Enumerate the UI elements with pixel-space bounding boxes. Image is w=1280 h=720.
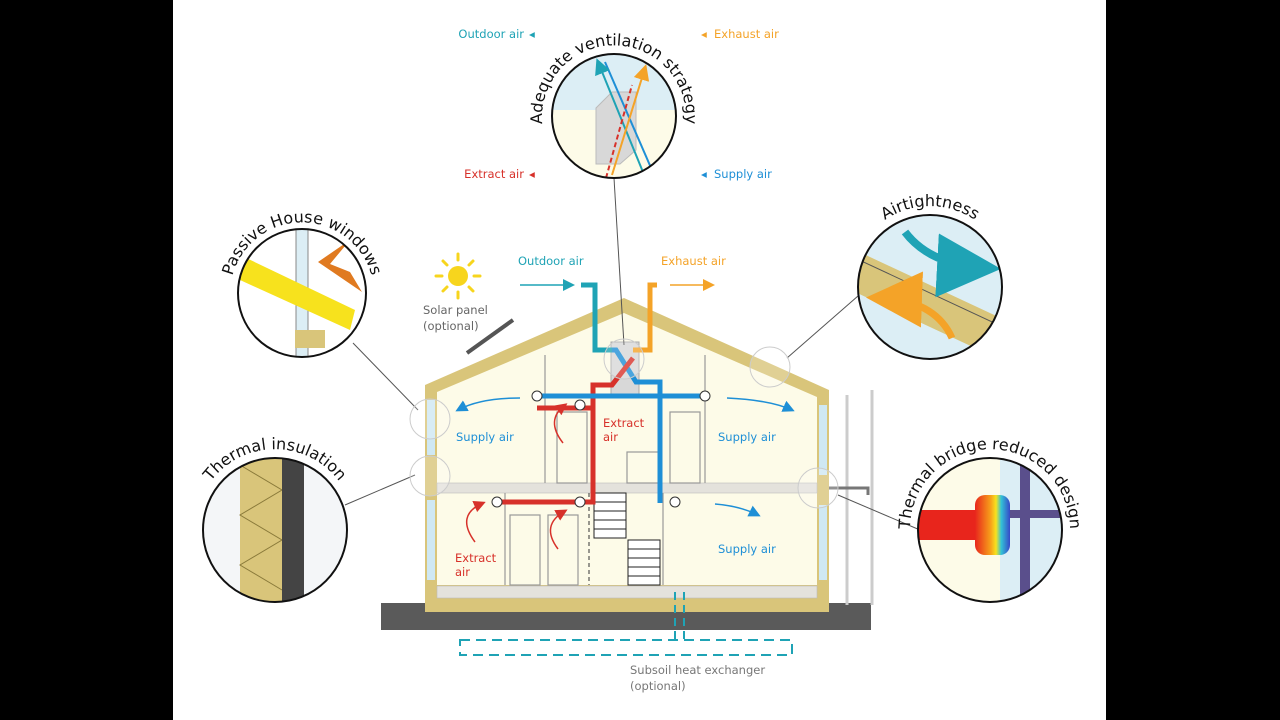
sun-icon bbox=[434, 252, 482, 300]
windows-callout: Passive House windows bbox=[218, 207, 386, 358]
exhaust-air-pointer-icon: ◂ bbox=[701, 27, 707, 41]
lower-supply-label: Supply air bbox=[718, 542, 776, 556]
solar-optional-label: (optional) bbox=[423, 319, 479, 333]
upper-supply-left-label: Supply air bbox=[456, 430, 514, 444]
subsoil-heat-exchanger bbox=[459, 592, 793, 656]
house-outdoor-air-label: Outdoor air bbox=[518, 254, 584, 268]
outdoor-air-pointer-icon: ◂ bbox=[529, 27, 535, 41]
vent-supply-air-label: Supply air bbox=[714, 167, 772, 181]
lower-extract-label-2: air bbox=[455, 565, 470, 579]
extract-air-pointer-icon: ◂ bbox=[529, 167, 535, 181]
vent-exhaust-air-label: Exhaust air bbox=[714, 27, 779, 41]
house bbox=[425, 298, 829, 612]
vent-outdoor-air-label: Outdoor air bbox=[458, 27, 524, 41]
diagram-canvas: Solar panel (optional) Outdoor air Exhau… bbox=[173, 0, 1106, 720]
passive-house-diagram: Solar panel (optional) Outdoor air Exhau… bbox=[199, 27, 1086, 693]
upper-extract-label-2: air bbox=[603, 430, 618, 444]
subsoil-label: Subsoil heat exchanger bbox=[630, 663, 765, 677]
subsoil-optional-label: (optional) bbox=[630, 679, 686, 693]
staircase bbox=[593, 492, 661, 586]
upper-supply-right-label: Supply air bbox=[718, 430, 776, 444]
lower-extract-label: Extract bbox=[455, 551, 497, 565]
upper-extract-label: Extract bbox=[603, 416, 645, 430]
insulation-callout: Thermal insulation bbox=[199, 434, 351, 603]
ducts bbox=[500, 282, 705, 505]
callout-lines bbox=[344, 177, 921, 531]
vents bbox=[491, 390, 711, 508]
thermal-bridge-callout: Thermal bridge reduced design bbox=[895, 434, 1085, 603]
house-exhaust-air-label: Exhaust air bbox=[661, 254, 726, 268]
vent-extract-air-label: Extract air bbox=[464, 167, 524, 181]
ventilation-callout: Adequate ventilation strategy bbox=[527, 30, 701, 179]
supply-air-pointer-icon: ◂ bbox=[701, 167, 707, 181]
air-flow-arrows bbox=[455, 397, 795, 550]
solar-panel-label: Solar panel bbox=[423, 303, 488, 317]
solar-panel bbox=[465, 318, 515, 355]
airtightness-callout: Airtightness bbox=[857, 191, 1003, 360]
